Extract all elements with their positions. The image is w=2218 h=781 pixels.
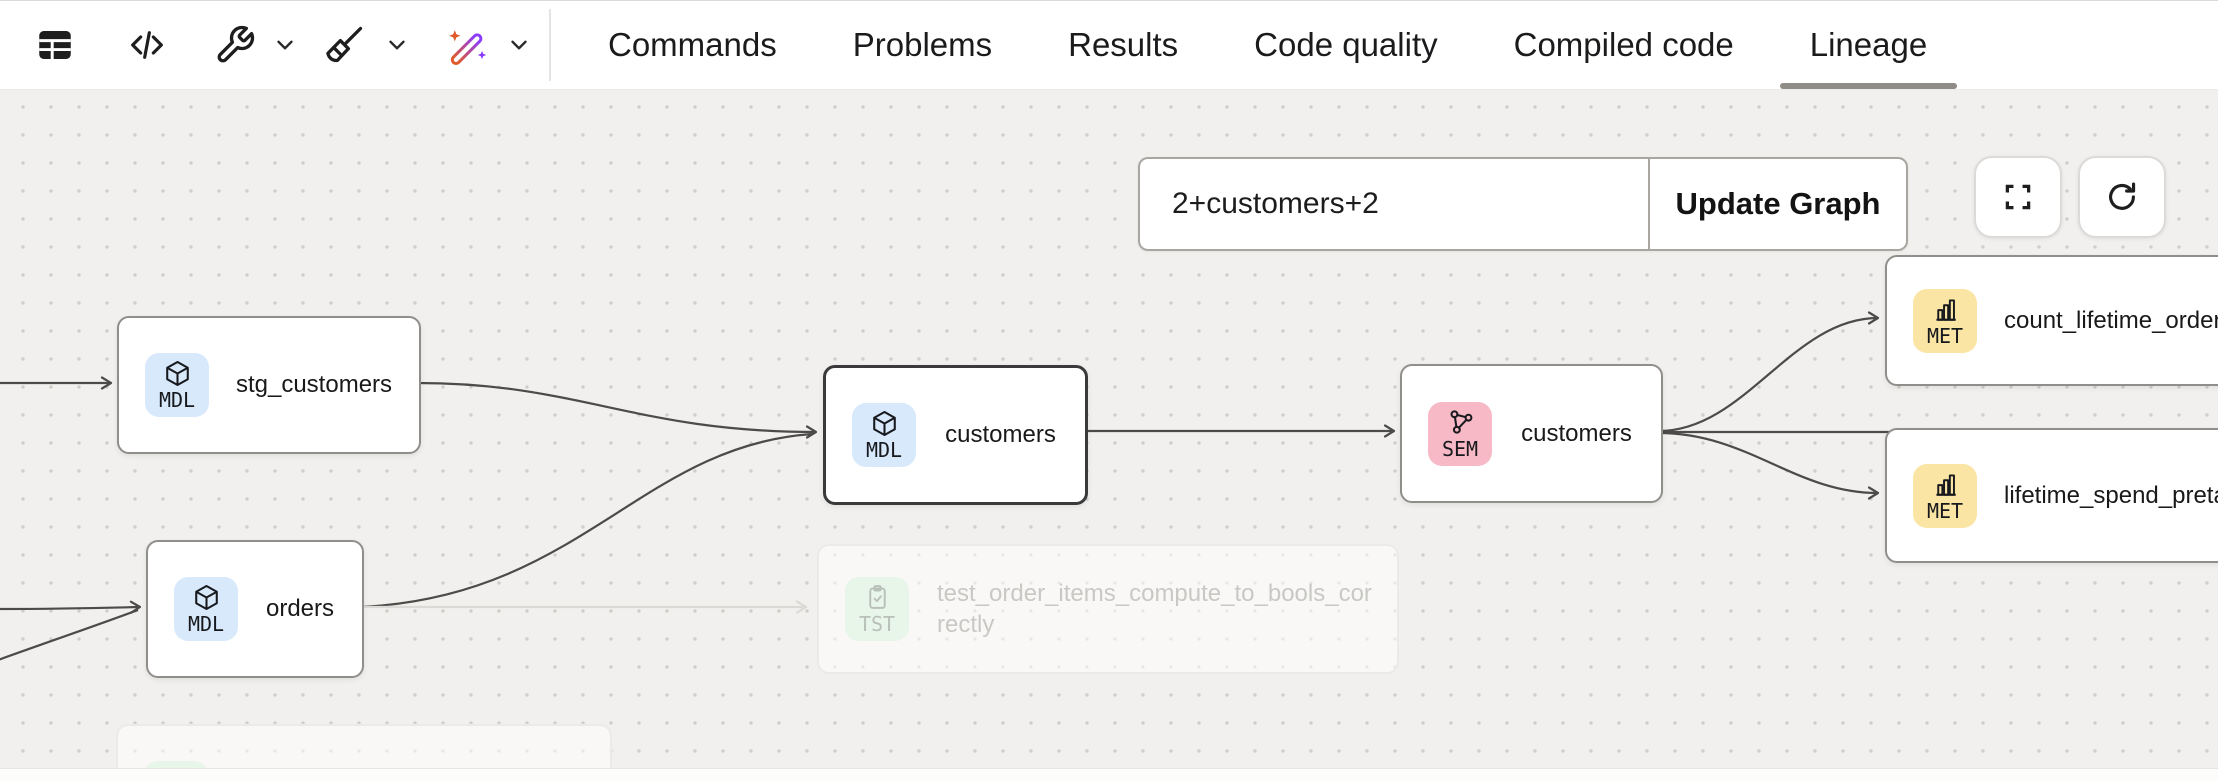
chevron-down-icon[interactable] <box>272 1 298 89</box>
tab-compiled-code[interactable]: Compiled code <box>1513 26 1734 63</box>
lineage-query-input[interactable] <box>1140 159 1650 249</box>
semantic-badge: SEM <box>1428 401 1492 466</box>
magic-wand-icon[interactable] <box>444 1 492 89</box>
cube-icon <box>194 584 218 611</box>
node-customers-model[interactable]: MDL customers <box>823 365 1088 505</box>
code-icon[interactable] <box>124 1 170 89</box>
update-graph-button[interactable]: Update Graph <box>1675 186 1881 221</box>
node-type-label: MDL <box>187 612 225 636</box>
node-stg-customers[interactable]: MDL stg_customers <box>117 316 421 454</box>
node-type-label: MET <box>1926 323 1964 348</box>
test-badge: TST <box>845 577 909 641</box>
lineage-canvas[interactable]: Update Graph MDL stg_customers MDL order… <box>0 90 2218 768</box>
refresh-icon <box>2109 182 2136 210</box>
wrench-icon[interactable] <box>214 1 256 89</box>
cube-icon <box>872 410 896 437</box>
tab-problems[interactable]: Problems <box>852 26 993 63</box>
node-type-label: TST <box>858 612 896 636</box>
fullscreen-icon <box>2005 184 2031 210</box>
node-type-label: SEM <box>1441 436 1479 461</box>
tab-results[interactable]: Results <box>1068 26 1179 63</box>
node-title: lifetime_spend_preta <box>2004 481 2218 509</box>
node-customers-semantic[interactable]: SEM customers <box>1400 364 1663 503</box>
metric-badge: MET <box>1913 288 1977 353</box>
node-test-order-items[interactable]: TST test_order_items_compute_to_bools_co… <box>817 544 1399 674</box>
table-icon[interactable] <box>34 1 76 89</box>
metric-badge: MET <box>1913 463 1977 528</box>
cube-icon <box>165 360 189 387</box>
node-type-label: MET <box>1926 498 1964 523</box>
tab-code-quality[interactable]: Code quality <box>1254 26 1438 63</box>
node-lifetime-spend-preta[interactable]: MET lifetime_spend_preta <box>1885 428 2218 563</box>
node-title: count_lifetime_order <box>2004 306 2218 334</box>
clipboard-check-icon <box>868 585 886 609</box>
node-count-lifetime-order[interactable]: MET count_lifetime_order <box>1885 255 2218 386</box>
node-type-label: MDL <box>865 438 903 462</box>
panel-tabs: Commands Problems Results Code quality C… <box>570 1 1965 89</box>
graph-nodes-icon <box>1450 409 1472 434</box>
clipboard-check-icon <box>162 767 191 768</box>
model-badge: MDL <box>145 353 209 417</box>
node-title: customers <box>945 421 1056 448</box>
bottom-strip <box>0 768 2218 781</box>
lineage-query-box: Update Graph <box>1138 157 1908 251</box>
fullscreen-button[interactable] <box>1974 156 2062 238</box>
node-type-label: MDL <box>158 388 196 412</box>
toolbar: Commands Problems Results Code quality C… <box>0 0 2218 90</box>
broom-icon[interactable] <box>322 1 366 89</box>
model-badge: MDL <box>852 403 916 467</box>
node-title: stg_customers <box>235 371 393 398</box>
chevron-down-icon[interactable] <box>506 1 532 89</box>
bar-chart-icon <box>1935 298 1956 321</box>
tab-commands[interactable]: Commands <box>608 26 777 63</box>
tab-lineage[interactable]: Lineage <box>1772 1 1965 89</box>
chevron-down-icon[interactable] <box>384 1 410 89</box>
refresh-button[interactable] <box>2078 156 2166 238</box>
node-title: orders <box>265 595 335 622</box>
node-orders[interactable]: MDL orders <box>146 540 364 678</box>
model-badge: MDL <box>174 577 238 641</box>
node-title: customers <box>1521 419 1632 447</box>
bar-chart-icon <box>1935 473 1956 496</box>
test-badge: TST <box>144 761 208 768</box>
node-test-partial[interactable]: TST <box>116 724 612 768</box>
node-title: test_order_items_compute_to_bools_correc… <box>937 580 1372 638</box>
toolbar-divider <box>549 9 551 81</box>
